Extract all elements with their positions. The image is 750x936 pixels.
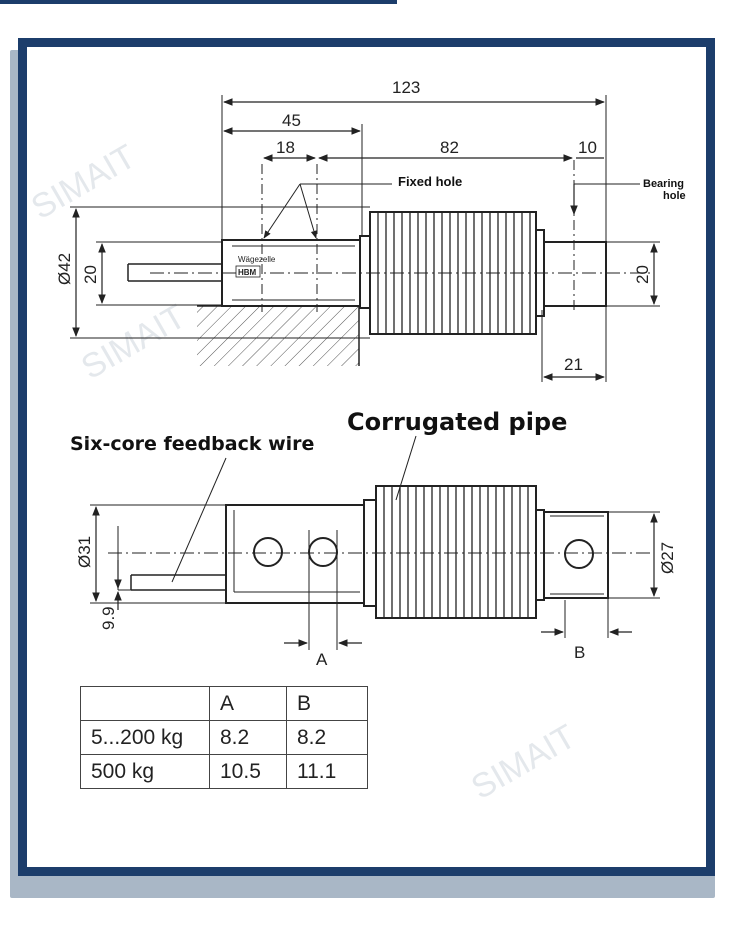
bearing-hole (564, 539, 594, 569)
dim-a-label: A (316, 650, 328, 669)
hbm-logo-text: HBM (238, 268, 257, 277)
side-bellows-ribs (383, 486, 529, 618)
spec-table-cell: 10.5 (209, 754, 287, 789)
top-view (70, 95, 660, 382)
spec-table-row: 5...200 kg 8.2 8.2 (80, 720, 368, 755)
dim-height-20-left-label: 20 (81, 265, 100, 284)
spec-table-row: 500 kg 10.5 11.1 (80, 754, 368, 789)
spec-table-header-cell (80, 686, 210, 721)
watermark-text: SIMAIT (75, 297, 192, 387)
side-left-block (225, 504, 365, 604)
hbm-logo (235, 265, 261, 278)
dim-overall-label: 123 (392, 78, 420, 97)
side-view-labels: Corrugated pipe Six-core feedback wire Ø… (70, 408, 677, 669)
dim-b-label: B (574, 643, 585, 662)
top-view-labels: 123 45 18 82 10 Ø42 20 20 21 Fixed hole … (55, 78, 686, 374)
dim-height-20-right-label: 20 (633, 265, 652, 284)
spec-table-header-cell: A (209, 686, 287, 721)
dim-bellows-label: 82 (440, 138, 459, 157)
dim-diameter-31-label: Ø31 (75, 536, 94, 568)
fixed-hole-2 (308, 537, 338, 567)
fixed-hole-callout: Fixed hole (398, 174, 462, 189)
side-view (90, 435, 660, 650)
watermark-text: SIMAIT (465, 717, 582, 807)
dim-diameter-27-label: Ø27 (658, 542, 677, 574)
spec-table-cell: 11.1 (286, 754, 368, 789)
spec-table-header-row: A B (80, 686, 368, 721)
bearing-hole-callout-line1: Bearing (643, 178, 684, 190)
dim-bearing-offset-label: 10 (578, 138, 597, 157)
dim-left-section-label: 45 (282, 111, 301, 130)
spec-table-cell: 500 kg (80, 754, 210, 789)
feedback-wire-callout: Six-core feedback wire (70, 433, 314, 455)
watermark-text: SIMAIT (25, 137, 142, 227)
spec-table: A B 5...200 kg 8.2 8.2 500 kg 10.5 11.1 (80, 686, 368, 789)
dim-hole-pitch-label: 18 (276, 138, 295, 157)
dim-offset-label: 9.9 (99, 606, 118, 630)
dim-diameter-42-label: Ø42 (55, 253, 74, 285)
corrugated-pipe-callout: Corrugated pipe (347, 408, 567, 436)
spec-table-cell: 8.2 (209, 720, 287, 755)
spec-table-cell: 8.2 (286, 720, 368, 755)
spec-table-header-cell: B (286, 686, 368, 721)
right-shaft (543, 241, 607, 307)
mount-hatch (197, 306, 359, 366)
top-accent-bar (0, 0, 397, 4)
dim-right-length-label: 21 (564, 355, 583, 374)
fixed-hole-1 (253, 537, 283, 567)
maker-text: Wägezelle (238, 255, 276, 264)
spec-table-cell: 5...200 kg (80, 720, 210, 755)
bearing-hole-callout-line2: hole (663, 190, 686, 202)
